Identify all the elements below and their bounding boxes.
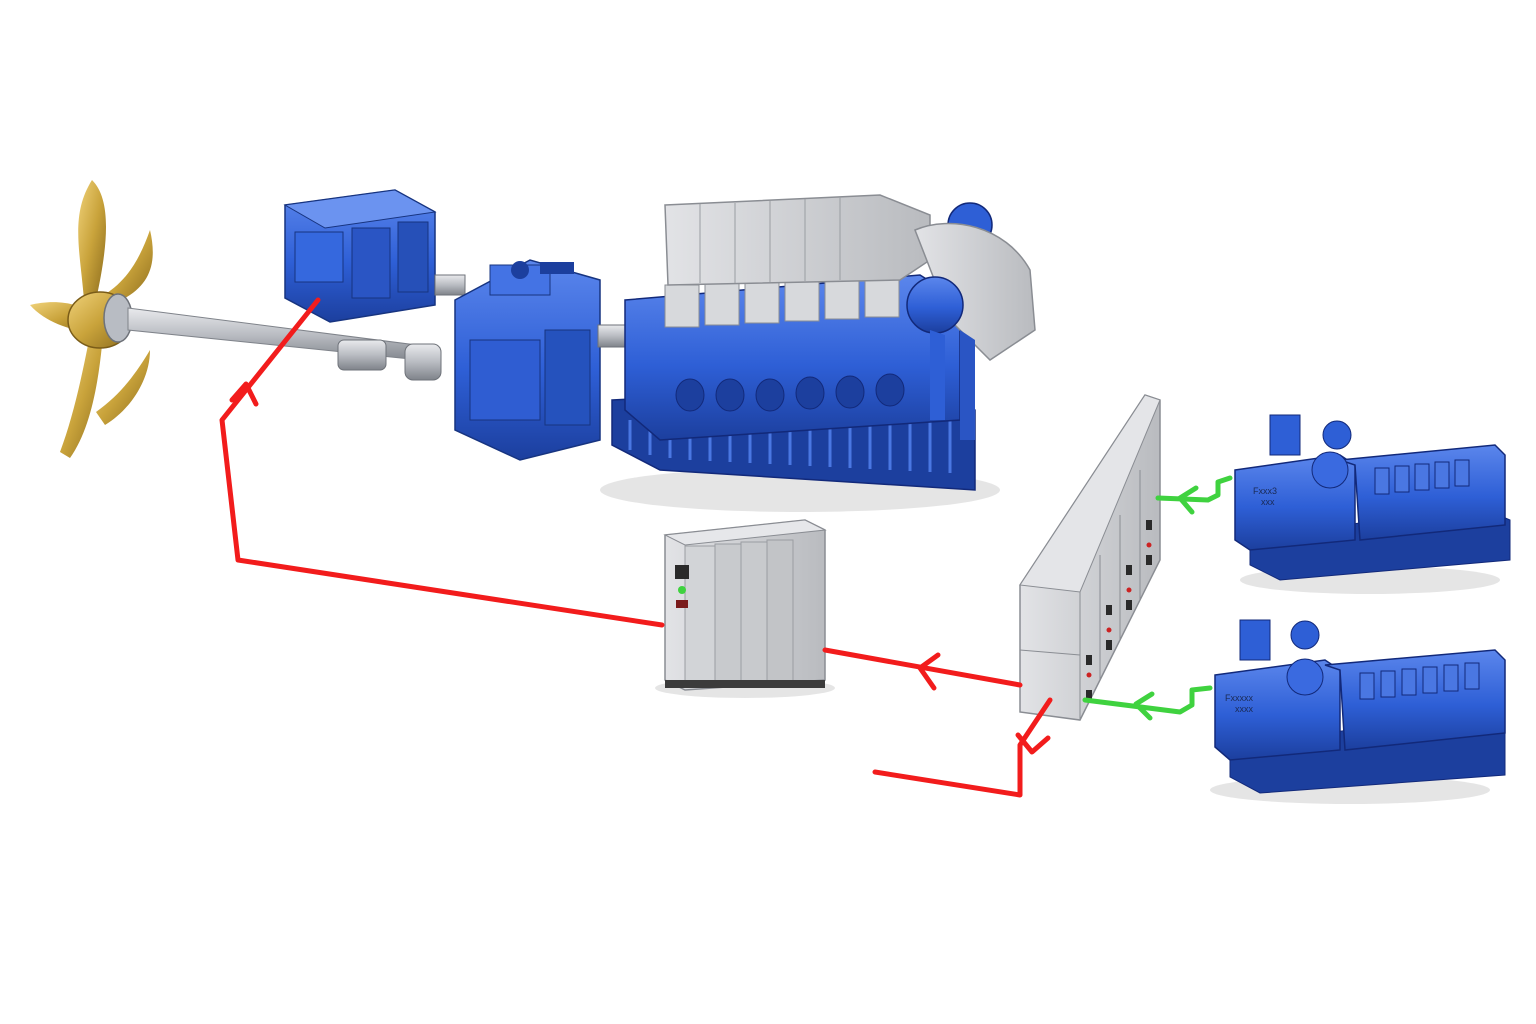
genset-upper-cylinders xyxy=(1374,459,1470,495)
switchboard-panels xyxy=(1019,470,1141,720)
chevron-arrow-icon xyxy=(1133,691,1155,721)
generator-flow-arrows xyxy=(1133,485,1199,721)
cylinder-heads xyxy=(664,274,900,328)
link-lower-genset xyxy=(1082,685,1213,715)
shaft-motor-generator[interactable] xyxy=(283,189,466,323)
hood-panels xyxy=(699,197,841,283)
reduction-gearbox[interactable] xyxy=(454,259,627,461)
switchboard-indicators xyxy=(1086,542,1152,678)
generator-links xyxy=(1082,475,1233,715)
crankcase-doors xyxy=(675,373,905,412)
chevron-arrow-icon xyxy=(229,381,259,407)
genset-lower-cylinders xyxy=(1359,662,1480,700)
main-engine[interactable] xyxy=(611,194,1036,491)
genset-lower-plate-line1: Fxxxxx xyxy=(1225,693,1253,703)
genset-upper[interactable]: Fxxx3 xxx xyxy=(1234,414,1511,581)
genset-upper-plate-line2: xxx xyxy=(1261,497,1275,507)
genset-lower-plate-line2: xxxx xyxy=(1235,704,1254,714)
switchboard-breakers xyxy=(1086,520,1152,700)
propeller-shaft[interactable] xyxy=(127,307,442,381)
genset-lower[interactable]: Fxxxxx xxxx xyxy=(1214,619,1506,794)
main-switchboard[interactable] xyxy=(1019,394,1161,721)
chevron-arrow-icon xyxy=(917,652,941,691)
chevron-arrow-icon xyxy=(1015,732,1051,755)
chevron-arrow-icon xyxy=(1177,485,1199,515)
link-upper-genset xyxy=(1155,475,1233,503)
line-motor-to-converter xyxy=(219,297,665,628)
frequency-converter-cabinet[interactable] xyxy=(663,519,827,691)
electric-flow-arrows xyxy=(229,381,1051,755)
line-switchboard-to-shore xyxy=(872,697,1053,798)
genset-upper-plate-line1: Fxxx3 xyxy=(1253,486,1277,496)
